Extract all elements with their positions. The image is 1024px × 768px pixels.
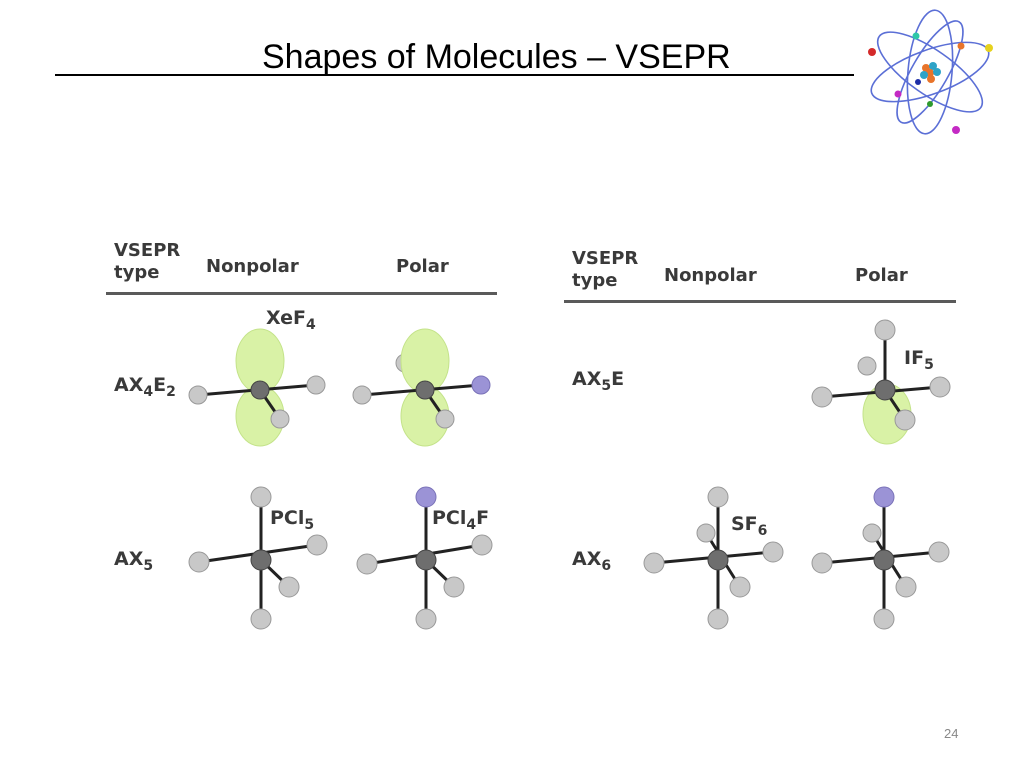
pcl5-molecule	[188, 486, 328, 630]
header-rule-right	[564, 300, 956, 303]
molecule-label-pcl5: PCl5	[270, 507, 315, 533]
sf6-molecule	[643, 486, 784, 630]
title-underline	[55, 74, 854, 76]
page-number: 24	[944, 726, 959, 741]
header-polar: Polar	[396, 256, 449, 277]
ax6-polar-molecule	[811, 486, 950, 630]
slide-title: Shapes of Molecules – VSEPR	[262, 38, 731, 76]
molecule-label-pcl4f: PCl4F	[432, 507, 490, 533]
row-label-ax5: AX5	[114, 548, 154, 574]
header-vsepr-type-right: VSEPR type	[572, 248, 639, 291]
molecule-label-if5: IF5	[904, 347, 934, 373]
xef4-molecule	[188, 328, 326, 447]
header-nonpolar-right: Nonpolar	[664, 265, 757, 286]
atom-logo-icon	[868, 9, 993, 135]
header-rule	[106, 292, 497, 295]
pcl4f-molecule	[356, 486, 493, 630]
row-label-ax4e2: AX4E2	[114, 374, 176, 400]
ax4e2-polar-molecule	[352, 328, 491, 447]
if5-molecule	[811, 319, 951, 445]
header-polar-right: Polar	[855, 265, 908, 286]
header-vsepr-type: VSEPR type	[114, 240, 181, 283]
row-label-ax5e: AX5E	[572, 368, 625, 394]
molecule-label-sf6: SF6	[731, 513, 768, 539]
header-nonpolar: Nonpolar	[206, 256, 299, 277]
row-label-ax6: AX6	[572, 548, 612, 574]
molecule-label-xef4: XeF4	[266, 307, 316, 333]
